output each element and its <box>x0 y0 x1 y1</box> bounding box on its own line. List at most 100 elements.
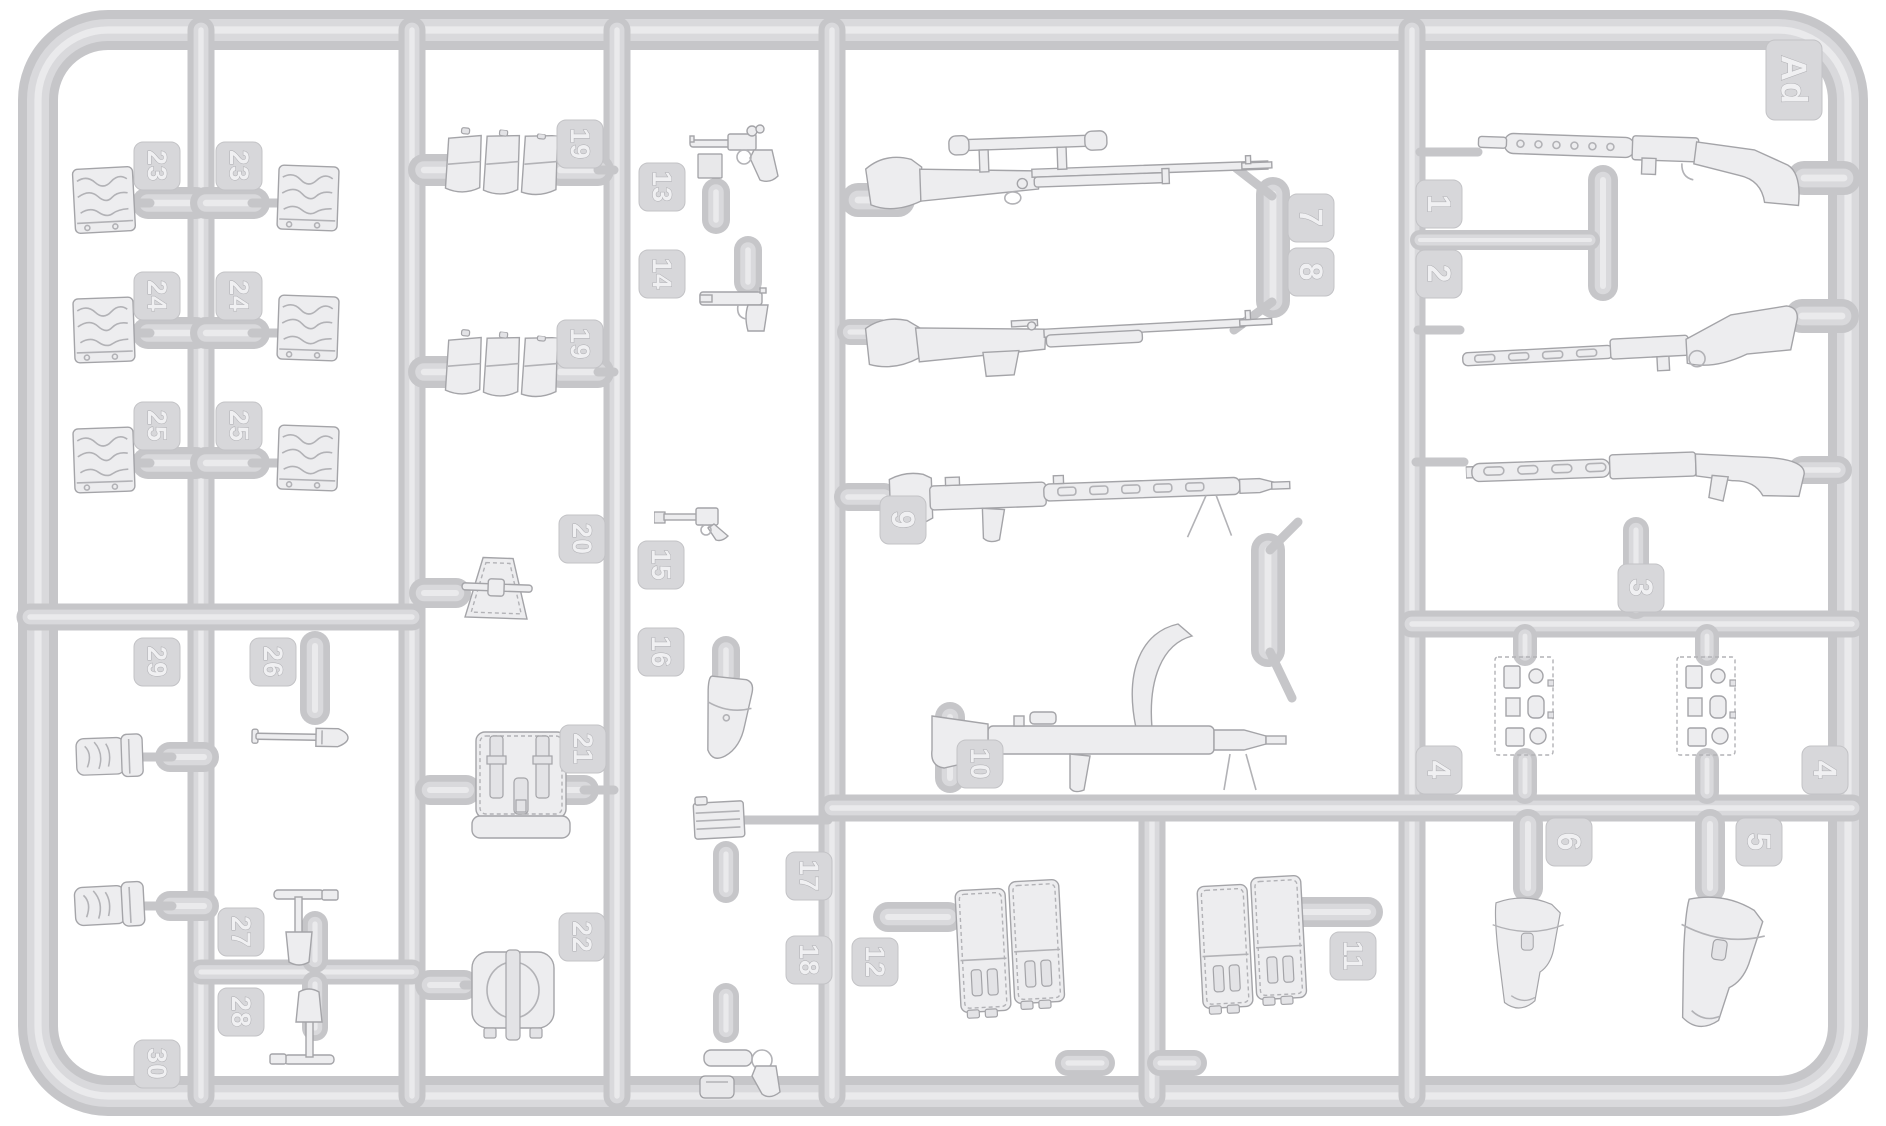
part-number-tag-29: 29 <box>133 637 181 687</box>
part-number-label: 25 <box>224 410 254 442</box>
part-number-label: 10 <box>965 748 995 780</box>
part-number-tag-11: 11 <box>1329 931 1377 981</box>
part-equipment-set-4a <box>1494 656 1554 756</box>
part-number-tag-23: 23 <box>215 141 263 191</box>
part-pouch-22 <box>471 949 555 1041</box>
part-pouch-set-12 <box>953 878 1067 1020</box>
part-number-tag-20: 20 <box>558 514 606 564</box>
part-submachine-gun-3 <box>1464 447 1806 511</box>
part-number-label: 30 <box>142 1048 172 1080</box>
part-number-tag-24: 24 <box>133 271 181 321</box>
part-number-tag-4: 4 <box>1801 745 1849 795</box>
part-number-label: 6 <box>1551 833 1587 852</box>
part-number-tag-30: 30 <box>133 1039 181 1089</box>
part-number-tag-10: 10 <box>956 739 1004 789</box>
part-scoped-rifle-7 <box>863 124 1274 211</box>
part-rolled-tarp-29 <box>74 732 145 780</box>
part-number-label: 9 <box>885 511 921 530</box>
part-backpack-21 <box>471 731 571 839</box>
part-camo-bundle-25-left <box>72 426 136 494</box>
part-rolled-tarp-30 <box>73 880 146 930</box>
part-magazine-box-17 <box>692 793 746 841</box>
part-number-tag-16: 16 <box>637 627 685 677</box>
part-number-tag-12: 12 <box>851 937 899 987</box>
part-camo-bundle-24-left <box>72 296 136 364</box>
part-number-label: 8 <box>1293 263 1329 282</box>
part-number-tag-9: 9 <box>879 495 927 545</box>
part-camo-bundle-24-right <box>276 294 340 362</box>
part-number-tag-19: 19 <box>556 119 604 169</box>
part-number-label: 18 <box>794 944 824 976</box>
part-number-tag-17: 17 <box>785 851 833 901</box>
part-pistol-15 <box>654 507 729 542</box>
part-number-label: 12 <box>860 946 890 978</box>
part-pistol-14 <box>699 287 769 332</box>
part-tool-with-cover-20 <box>460 556 534 620</box>
part-number-label: 17 <box>794 860 824 892</box>
part-number-label: 1 <box>1421 195 1457 214</box>
part-number-label: 25 <box>142 410 172 442</box>
part-number-label: 21 <box>568 733 598 765</box>
part-number-label: 5 <box>1741 833 1777 852</box>
part-number-tag-1: 1 <box>1415 179 1463 229</box>
part-number-tag-18: 18 <box>785 935 833 985</box>
part-equipment-set-4b <box>1676 656 1736 756</box>
part-number-label: 16 <box>646 636 676 668</box>
frame-rail <box>34 26 1852 1100</box>
part-number-tag-24: 24 <box>215 271 263 321</box>
part-number-label: 3 <box>1623 579 1659 598</box>
part-submachine-gun-2 <box>1460 304 1801 382</box>
part-number-label: 19 <box>565 128 595 160</box>
part-number-tag-28: 28 <box>217 987 265 1037</box>
part-number-tag-7: 7 <box>1287 193 1335 243</box>
part-number-label: 24 <box>142 280 172 312</box>
part-number-label: 19 <box>565 328 595 360</box>
part-number-label: 29 <box>142 646 172 678</box>
part-number-label: 4 <box>1421 761 1457 780</box>
part-number-label: 23 <box>142 150 172 182</box>
part-number-tag-27: 27 <box>217 907 265 957</box>
part-number-tag-Ad: Ad <box>1765 39 1823 121</box>
part-number-label: 28 <box>226 996 256 1028</box>
part-number-label: 24 <box>224 280 254 312</box>
part-number-tag-23: 23 <box>133 141 181 191</box>
part-number-tag-26: 26 <box>249 637 297 687</box>
part-number-tag-13: 13 <box>638 162 686 212</box>
part-rifle-8 <box>864 298 1275 384</box>
part-number-label: 23 <box>224 150 254 182</box>
part-number-label: 22 <box>567 921 597 953</box>
part-number-tag-21: 21 <box>559 724 607 774</box>
part-number-label: 15 <box>646 549 676 581</box>
part-number-label: 26 <box>258 646 288 678</box>
part-number-tag-14: 14 <box>638 249 686 299</box>
part-number-label: Ad <box>1774 55 1815 105</box>
part-pistol-13 <box>689 124 779 183</box>
part-number-tag-22: 22 <box>558 912 606 962</box>
part-number-tag-8: 8 <box>1287 247 1335 297</box>
part-machine-gun-9 <box>888 459 1293 549</box>
part-number-label: 14 <box>647 258 677 290</box>
part-number-tag-2: 2 <box>1415 249 1463 299</box>
part-ammo-pouches-19a <box>442 124 563 203</box>
part-number-tag-5: 5 <box>1735 817 1783 867</box>
part-number-label: 13 <box>647 171 677 203</box>
part-number-tag-4: 4 <box>1415 745 1463 795</box>
part-ammo-pouches-19b <box>442 326 563 405</box>
part-holster-16 <box>700 675 756 763</box>
part-camo-bundle-23-right <box>276 164 340 232</box>
part-pouch-set-11 <box>1195 874 1309 1016</box>
part-entrenching-tool-26 <box>251 726 349 748</box>
part-number-tag-25: 25 <box>215 401 263 451</box>
part-number-tag-6: 6 <box>1545 817 1593 867</box>
part-holster-5 <box>1667 892 1770 1035</box>
part-number-label: 2 <box>1421 265 1457 284</box>
part-number-label: 4 <box>1807 761 1843 780</box>
part-number-label: 20 <box>567 523 597 555</box>
part-submachine-gun-1 <box>1475 129 1802 207</box>
part-number-tag-3: 3 <box>1617 563 1665 613</box>
part-number-tag-25: 25 <box>133 401 181 451</box>
part-camo-bundle-25-right <box>276 424 340 492</box>
part-number-label: 27 <box>226 916 256 948</box>
